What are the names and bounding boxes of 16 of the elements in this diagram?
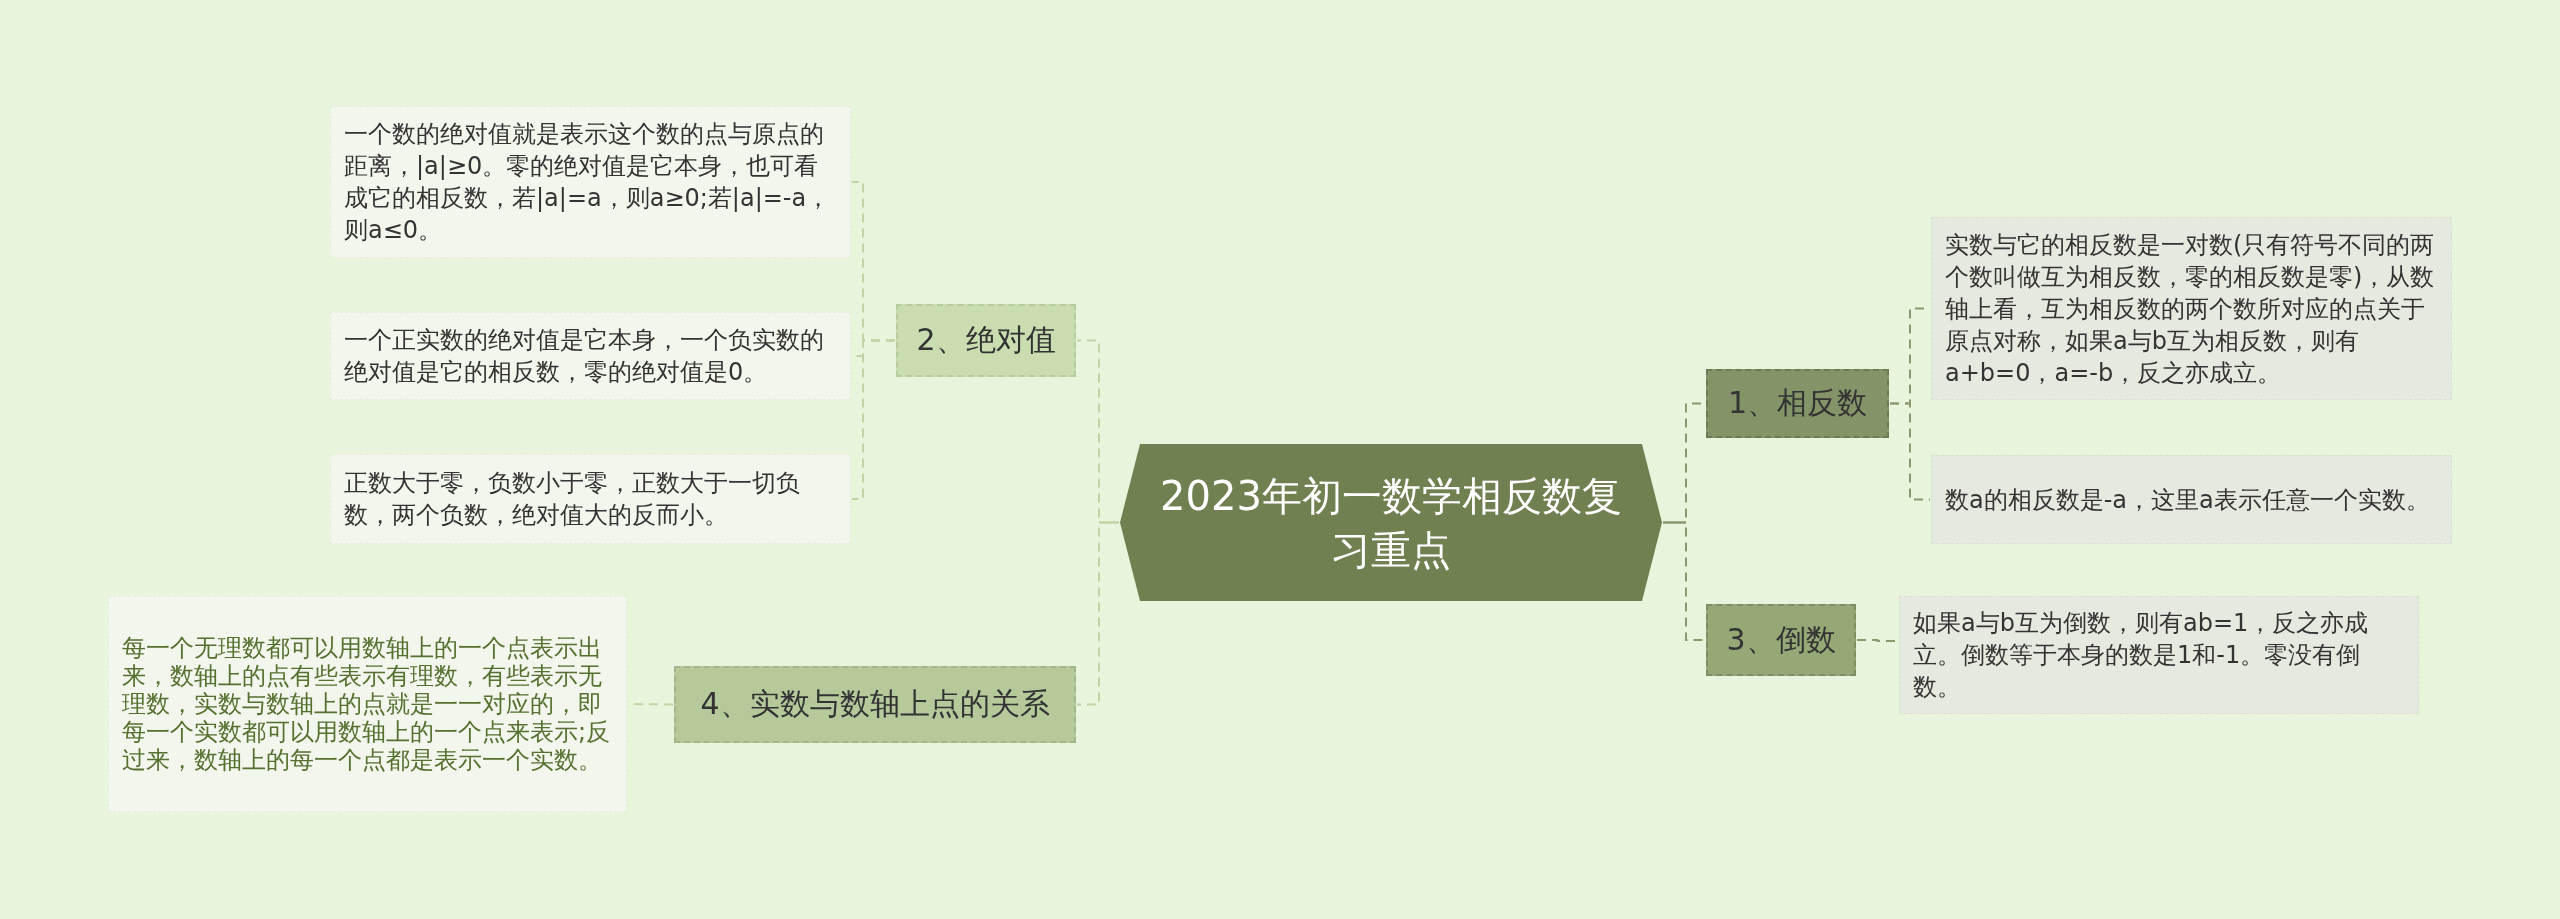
topic-box: 3、倒数 [1706, 604, 1856, 676]
topic-box: 4、实数与数轴上点的关系 [674, 666, 1076, 743]
note-box: 每一个无理数都可以用数轴上的一个点表示出来，数轴上的点有些表示有理数，有些表示无理数，实数与数轴上的点就是一一对应的，即每一个实数都可以用数轴上的一个点来表示;反过来，数轴上的每一个点都是表示一个实数。 [108, 596, 627, 812]
central-topic: 2023年初一数学相反数复习重点 [1120, 444, 1662, 601]
connector [851, 339, 896, 500]
topic-box: 1、相反数 [1706, 369, 1889, 438]
connector [1076, 521, 1120, 706]
note-box: 数a的相反数是-a，这里a表示任意一个实数。 [1931, 455, 2452, 544]
connector [1662, 521, 1706, 641]
note-box: 实数与它的相反数是一对数(只有符号不同的两个数叫做互为相反数，零的相反数是零)，从数轴上看，互为相反数的两个数所对应的点关于原点对称，如果a与b互为相反数，则有a+b=0，a=-b，反之亦成立。 [1931, 217, 2452, 400]
connector [1889, 402, 1931, 501]
note-box: 一个正实数的绝对值是它本身，一个负实数的绝对值是它的相反数，零的绝对值是0。 [330, 312, 851, 400]
note-box: 正数大于零，负数小于零，正数大于一切负数，两个负数，绝对值大的反而小。 [330, 454, 851, 544]
note-box: 一个数的绝对值就是表示这个数的点与原点的距离，|a|≥0。零的绝对值是它本身，也可看成它的相反数，若|a|=a，则a≥0;若|a|=-a，则a≤0。 [330, 106, 851, 258]
topic-box: 2、绝对值 [896, 304, 1076, 377]
note-box: 如果a与b互为倒数，则有ab=1，反之亦成立。倒数等于本身的数是1和-1。零没有倒数。 [1899, 596, 2419, 714]
